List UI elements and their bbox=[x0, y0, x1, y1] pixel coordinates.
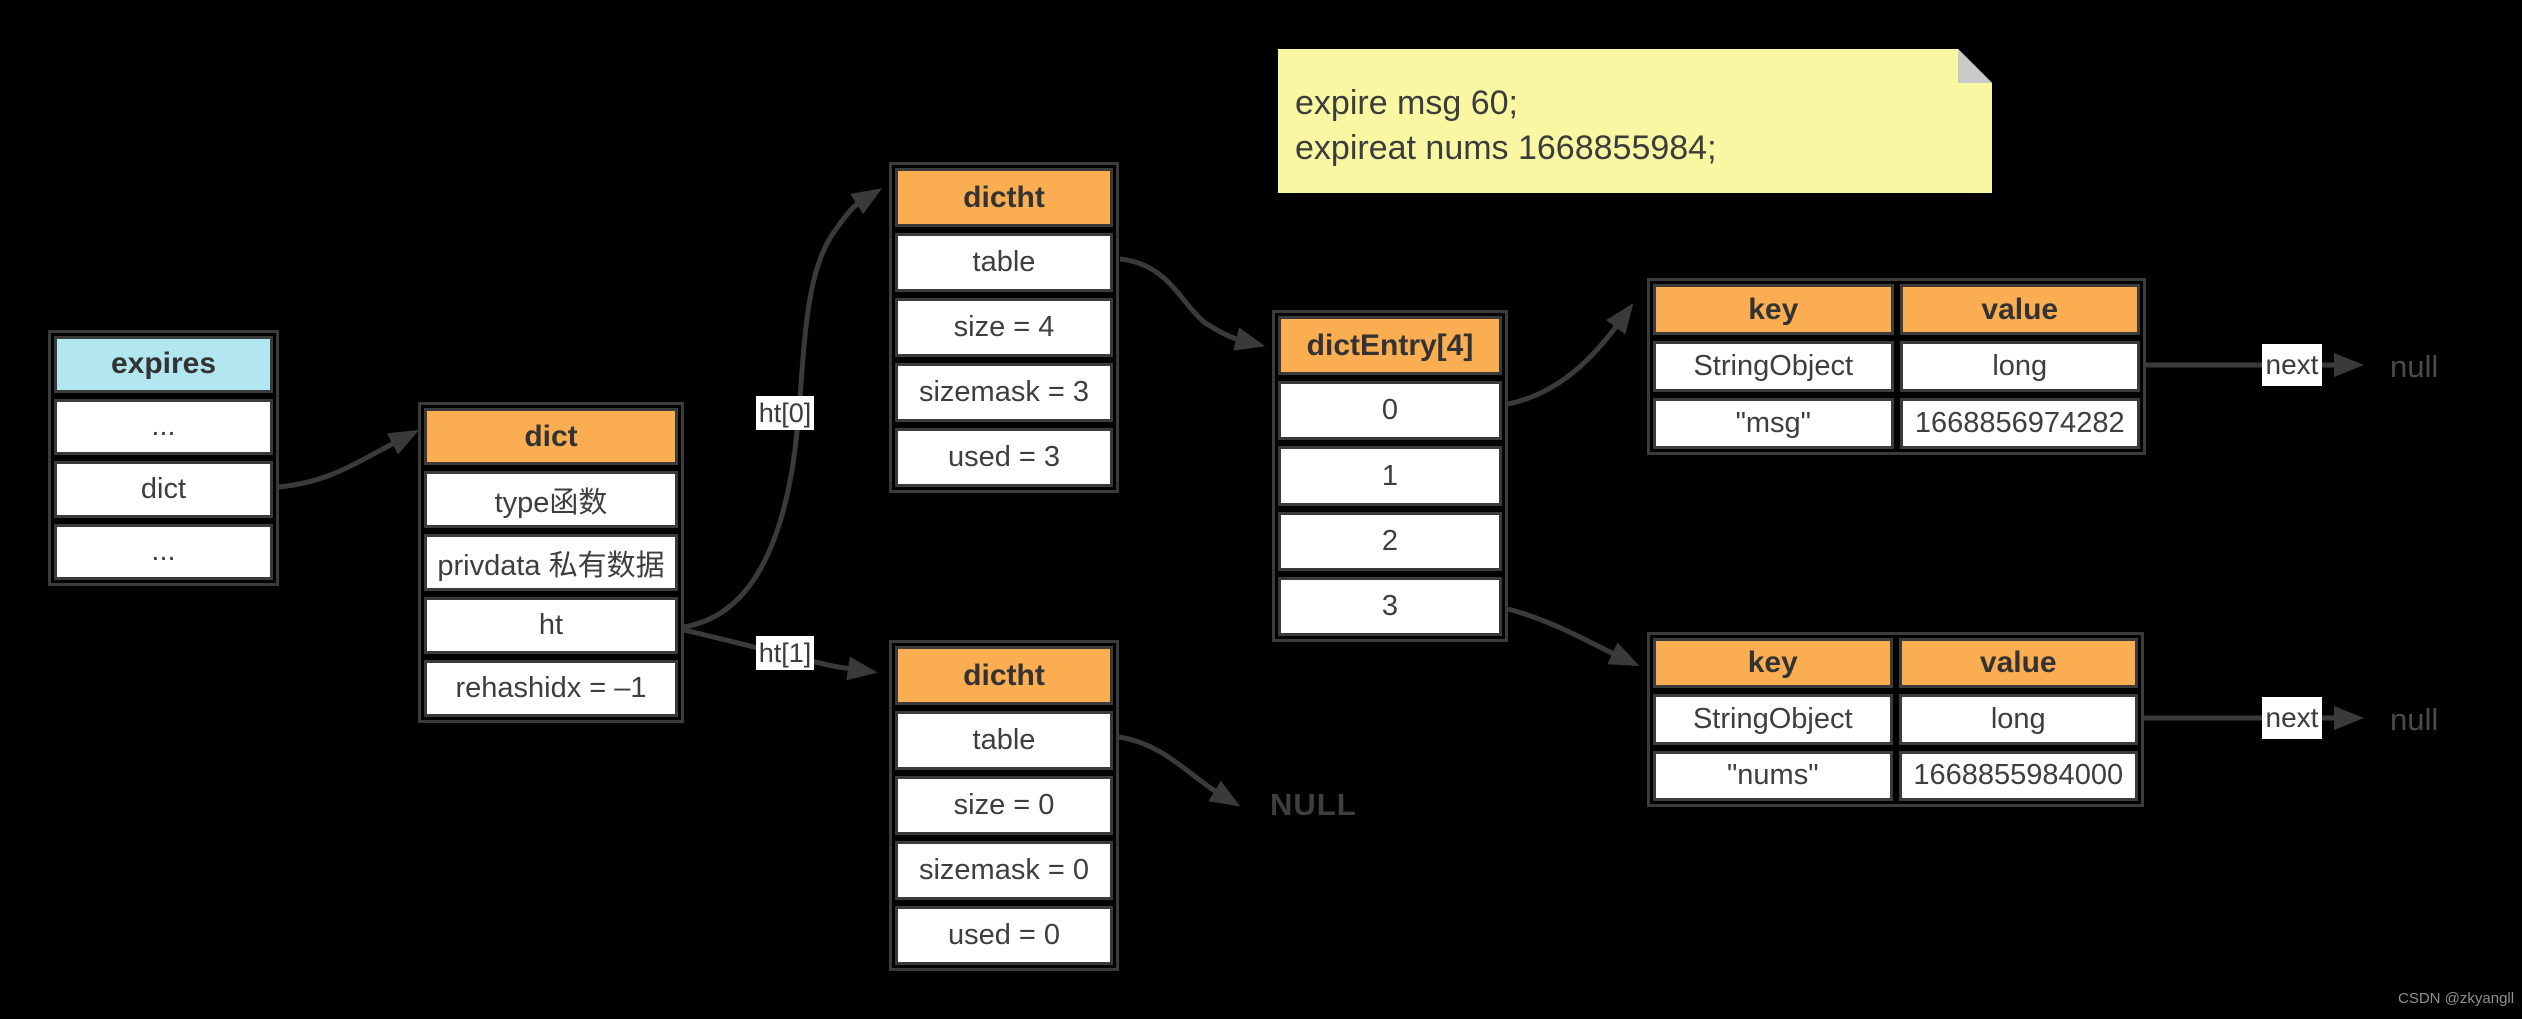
dictht-top-table: dictht table size = 4 sizemask = 3 used … bbox=[889, 162, 1119, 493]
kv-header-value: value bbox=[1898, 638, 2138, 689]
table-row: ... bbox=[54, 523, 273, 580]
table-cell: 1668855984000 bbox=[1898, 750, 2138, 801]
table-row: size = 4 bbox=[895, 298, 1113, 357]
table-row: size = 0 bbox=[895, 776, 1113, 835]
table-row: ... bbox=[54, 398, 273, 455]
arrow-entry3-to-kv-bottom bbox=[1507, 606, 1640, 666]
dictht-bottom-header: dictht bbox=[895, 646, 1113, 705]
dictentry-table: dictEntry[4] 0 1 2 3 bbox=[1272, 310, 1508, 642]
table-cell: long bbox=[1898, 694, 2138, 745]
table-row: dict bbox=[54, 461, 273, 518]
table-cell: 1668856974282 bbox=[1899, 398, 2140, 449]
ht0-pointer-label: ht[0] bbox=[756, 396, 814, 430]
null-table-pointer: NULL bbox=[1270, 787, 1357, 822]
note-text: expire msg 60; expireat nums 1668855984; bbox=[1295, 81, 1717, 171]
kv-header-key: key bbox=[1653, 638, 1893, 689]
table-row: used = 0 bbox=[895, 906, 1113, 965]
table-row: privdata 私有数据 bbox=[424, 534, 678, 591]
table-cell: "msg" bbox=[1653, 398, 1894, 449]
watermark: CSDN @zkyangll bbox=[2398, 990, 2515, 1007]
command-note: expire msg 60; expireat nums 1668855984; bbox=[1278, 49, 1992, 193]
next-pointer-label-top: next bbox=[2262, 344, 2322, 386]
keyvalue-bottom-table: key value StringObject long "nums" 16688… bbox=[1647, 632, 2144, 807]
keyvalue-top-table: key value StringObject long "msg" 166885… bbox=[1647, 278, 2146, 455]
dictht-top-header: dictht bbox=[895, 168, 1113, 227]
table-row: 1 bbox=[1278, 446, 1502, 506]
null-value-bottom: null bbox=[2390, 702, 2439, 737]
table-row: sizemask = 3 bbox=[895, 363, 1113, 422]
table-cell: StringObject bbox=[1653, 341, 1894, 392]
ht1-pointer-label: ht[1] bbox=[756, 636, 814, 670]
arrow-table-to-dictentry bbox=[1119, 256, 1266, 351]
dictht-bottom-table: dictht table size = 0 sizemask = 0 used … bbox=[889, 640, 1119, 971]
table-row: 2 bbox=[1278, 511, 1502, 571]
table-row: 0 bbox=[1278, 381, 1502, 441]
arrow-table-to-null bbox=[1118, 734, 1241, 807]
dict-table: dict type函数 privdata 私有数据 ht rehashidx =… bbox=[418, 402, 684, 723]
null-value-top: null bbox=[2390, 349, 2439, 384]
dict-table-header: dict bbox=[424, 408, 678, 465]
arrow-entry0-to-kv-top bbox=[1507, 303, 1634, 407]
table-row: type函数 bbox=[424, 471, 678, 528]
table-row: used = 3 bbox=[895, 428, 1113, 487]
table-row: rehashidx = –1 bbox=[424, 660, 678, 717]
note-fold-corner-icon bbox=[1958, 49, 1992, 83]
table-cell: long bbox=[1899, 341, 2140, 392]
arrow-expires-to-dict bbox=[278, 429, 420, 490]
kv-header-key: key bbox=[1653, 284, 1894, 335]
note-line-1: expire msg 60; bbox=[1295, 84, 1518, 122]
table-row: sizemask = 0 bbox=[895, 841, 1113, 900]
next-pointer-label-bottom: next bbox=[2262, 697, 2322, 739]
table-row: ht bbox=[424, 597, 678, 654]
note-line-2: expireat nums 1668855984; bbox=[1295, 129, 1717, 167]
table-row: 3 bbox=[1278, 576, 1502, 637]
table-row: table bbox=[895, 233, 1113, 292]
expires-table: expires ... dict ... bbox=[48, 330, 279, 586]
kv-header-value: value bbox=[1899, 284, 2140, 335]
table-cell: StringObject bbox=[1653, 694, 1893, 745]
table-cell: "nums" bbox=[1653, 750, 1893, 801]
expires-table-header: expires bbox=[54, 336, 273, 393]
dictentry-header: dictEntry[4] bbox=[1278, 316, 1502, 376]
table-row: table bbox=[895, 711, 1113, 770]
